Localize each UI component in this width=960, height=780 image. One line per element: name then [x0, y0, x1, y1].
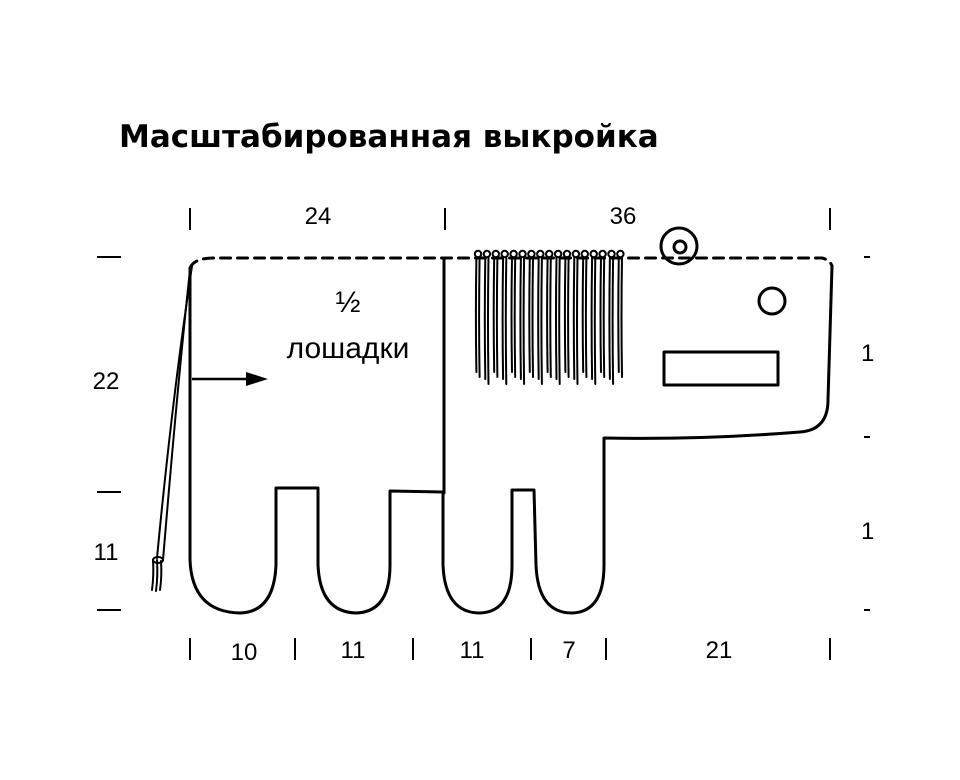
mane-strand — [567, 256, 570, 378]
mane-loop — [482, 249, 492, 259]
mane-strand — [617, 256, 620, 373]
mane-strand — [540, 256, 543, 385]
fold-line — [188, 256, 834, 270]
mane-strand — [611, 256, 615, 385]
dimension-top-36: 36 — [610, 203, 637, 230]
mane-strand — [602, 256, 606, 378]
mane-strand — [492, 256, 496, 373]
mane-loop — [491, 249, 500, 259]
mane-strand — [555, 256, 558, 380]
mane-strand — [563, 256, 567, 373]
mane-loop — [589, 249, 598, 259]
top-dimension-ticks — [189, 208, 831, 230]
mane-loop — [509, 249, 518, 259]
mane-strand — [584, 256, 588, 378]
mane-loop — [536, 249, 545, 259]
dimension-right-lower: 1 — [861, 518, 874, 545]
mane-strand — [593, 256, 597, 385]
dimension-top-24: 24 — [305, 203, 332, 230]
mane-strand — [531, 256, 534, 378]
mane-strand — [522, 256, 526, 385]
mane-loop — [545, 249, 554, 259]
left-dimension-ticks — [97, 256, 121, 611]
eye-icon — [757, 286, 787, 316]
horse-label: лошадки — [287, 332, 410, 365]
mane-strand — [537, 256, 540, 380]
mane-strand — [478, 256, 481, 378]
bottom-dimension-ticks — [189, 638, 831, 660]
mane-loop — [500, 249, 509, 259]
mane-loop — [527, 249, 536, 259]
dimension-right-upper: 1 — [861, 340, 874, 367]
mane-strand — [549, 256, 552, 378]
arrow-right-icon — [192, 372, 268, 386]
dimension-left-22: 22 — [93, 368, 120, 395]
dimension-bottom-11a: 11 — [341, 637, 366, 664]
mane-fringe-icon — [473, 249, 625, 385]
mane-strand — [572, 256, 576, 380]
mane-strand — [519, 256, 522, 380]
mane-strand — [504, 256, 508, 385]
mane-loop — [562, 249, 572, 259]
mane-loop — [616, 249, 625, 259]
dimension-bottom-7: 7 — [562, 637, 575, 664]
mane-strand — [513, 256, 517, 378]
ear-icon — [659, 226, 699, 266]
fraction-label: ½ — [335, 286, 360, 319]
mane-strand — [487, 256, 490, 385]
mane-strand — [608, 256, 611, 380]
mane-strand — [590, 256, 594, 380]
mane-strand — [495, 256, 499, 378]
mane-strand — [510, 256, 513, 373]
dimension-bottom-10: 10 — [231, 639, 258, 666]
mane-loop — [580, 249, 589, 259]
mouth-rectangle-icon — [662, 350, 780, 387]
right-dimension-ticks — [864, 256, 870, 611]
mane-strand — [576, 256, 579, 385]
mane-strand — [483, 256, 487, 380]
horse-outline — [188, 264, 834, 615]
mane-strand — [558, 256, 561, 385]
mane-strand — [581, 256, 585, 373]
mane-strand — [546, 256, 549, 373]
mane-strand — [599, 256, 602, 373]
mane-strand — [620, 256, 623, 378]
dimension-bottom-11b: 11 — [460, 637, 485, 664]
mane-loop — [607, 249, 616, 259]
tail-tassel-icon — [151, 265, 193, 592]
mane-loop — [518, 249, 527, 259]
mane-strand — [474, 256, 478, 373]
dimension-left-11: 11 — [94, 539, 119, 566]
mane-loop — [473, 249, 483, 259]
page-title: Масштабированная выкройка — [119, 119, 659, 155]
mane-loop — [598, 249, 607, 259]
dimension-bottom-21: 21 — [706, 637, 733, 664]
mane-strand — [528, 256, 531, 373]
mane-loop — [571, 249, 581, 259]
mane-strand — [501, 256, 505, 380]
mane-loop — [553, 249, 563, 259]
